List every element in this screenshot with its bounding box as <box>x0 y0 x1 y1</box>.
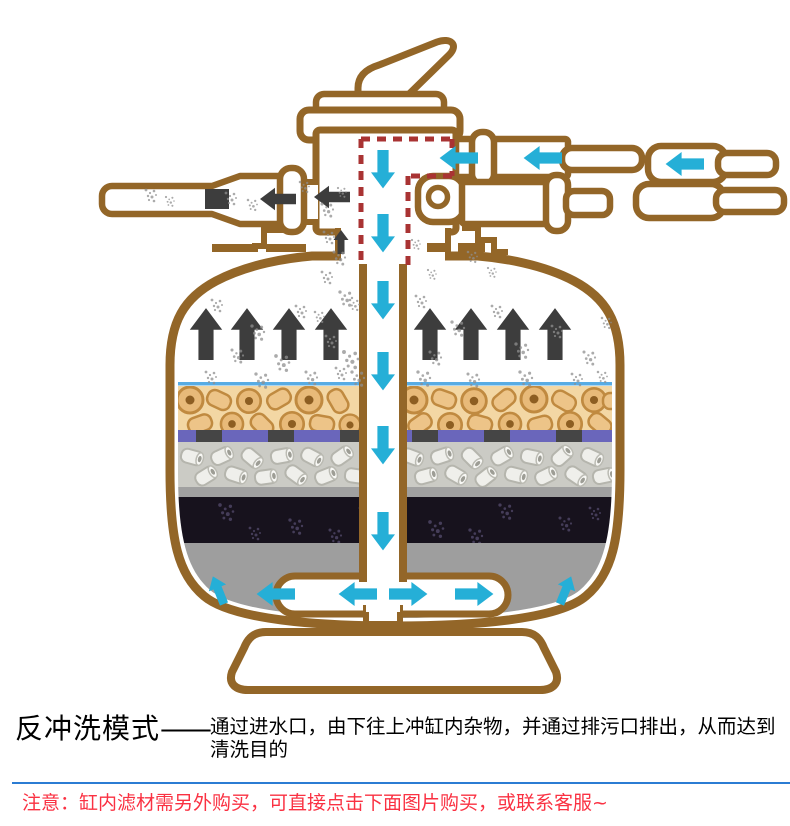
purchase-notice-text: 注意：缸内滤材需另外购买，可直接点击下面图片购买，或联系客服~ <box>22 792 608 814</box>
mode-title: 反冲洗模式 <box>15 712 161 745</box>
mode-description: 通过进水口，由下往上冲缸内杂物，并通过排污口排出，从而达到 清洗目的 <box>210 715 776 762</box>
tank-stand <box>227 628 561 694</box>
filter-diagram <box>98 37 788 694</box>
mode-description-line1: 通过进水口，由下往上冲缸内杂物，并通过排污口排出，从而达到 <box>210 715 776 738</box>
mode-caption: 反冲洗模式—— 通过进水口，由下往上冲缸内杂物，并通过排污口排出，从而达到 清洗… <box>15 714 776 762</box>
flow-arrows-waste <box>189 185 572 360</box>
section-divider-line <box>12 782 790 784</box>
caption-dash: —— <box>160 712 212 745</box>
mode-description-line2: 清洗目的 <box>210 738 289 762</box>
waste-outlet-pipe <box>98 164 318 236</box>
lower-hose-segment <box>632 180 788 222</box>
lower-fitting-pipe <box>414 171 614 235</box>
